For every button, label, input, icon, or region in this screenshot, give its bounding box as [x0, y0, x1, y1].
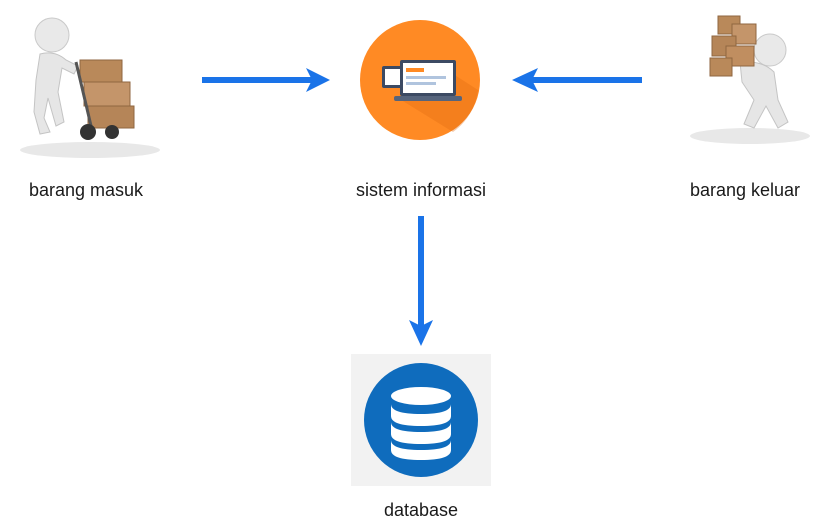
barang-keluar-label: barang keluar	[689, 180, 801, 200]
person-pushing-hand-truck-icon	[20, 17, 160, 158]
barang-masuk-illustration	[20, 17, 160, 158]
laptop-monitor-icon	[360, 20, 480, 140]
sistem-informasi-icon-wrap	[360, 20, 480, 140]
database-icon	[364, 363, 478, 477]
database-label: database	[383, 500, 459, 520]
sistem-informasi-label: sistem informasi	[355, 180, 487, 200]
arrow-barang-masuk-to-sistem	[202, 68, 330, 92]
person-carrying-boxes-icon	[690, 15, 810, 144]
database-icon-wrap	[364, 363, 478, 477]
barang-masuk-label: barang masuk	[28, 180, 144, 200]
arrow-barang-keluar-to-sistem	[512, 68, 642, 92]
arrow-sistem-to-database	[409, 216, 433, 346]
barang-keluar-illustration	[690, 15, 810, 144]
